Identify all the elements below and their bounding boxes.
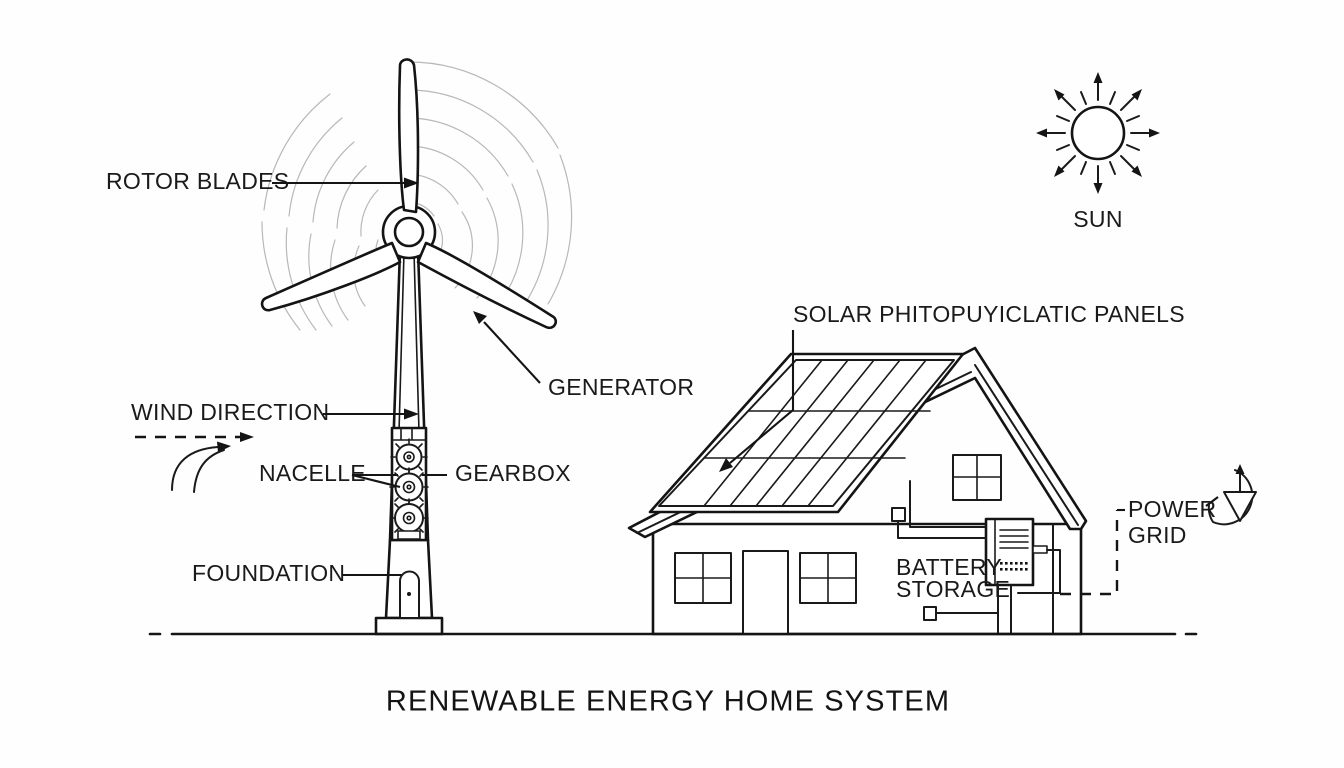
roof-right-inner [974, 364, 1079, 526]
rotor-blade-left [260, 241, 402, 312]
solar-col-line [703, 359, 823, 507]
solar-col-line [755, 359, 875, 507]
label-battery-storage-line1: BATTERY [896, 554, 1002, 580]
label-power-grid-line2: GRID [1128, 522, 1187, 548]
rotor-blade-right [416, 241, 558, 330]
sun-disc [1070, 105, 1126, 161]
solar-col-line [807, 359, 927, 507]
ground-junction-box [923, 606, 937, 621]
arrowhead-solar-panels [719, 458, 733, 472]
solar-panel-label-group: SOLAR PHITOPUYICLATIC PANELS [719, 301, 1185, 472]
label-generator: GENERATOR [548, 374, 694, 400]
leader-solar-panels [729, 330, 795, 464]
wire-roof-to-battery [909, 480, 987, 528]
power-grid-group: POWER GRID [1060, 464, 1257, 596]
label-power-grid-line1: POWER [1128, 496, 1216, 522]
label-battery-storage-line2: STORAGE [896, 576, 1010, 602]
leader-generator [483, 321, 541, 384]
battery-vent-dots [1000, 562, 1028, 571]
grid-arrow-head [1235, 464, 1245, 474]
label-gearbox: GEARBOX [455, 460, 571, 486]
rotor-hub-inner [393, 216, 425, 248]
label-rotor-blades: ROTOR BLADES [106, 168, 289, 194]
leader-power-grid [1205, 496, 1219, 507]
solar-col-line [729, 359, 849, 507]
junction-box [891, 507, 906, 522]
turbine-door-knob [407, 592, 411, 596]
house-door [742, 550, 789, 635]
sun-arrow-rays [1036, 72, 1160, 194]
power-grid-icon [1207, 464, 1257, 526]
label-solar-panels: SOLAR PHITOPUYICLATIC PANELS [793, 301, 1185, 327]
arrowhead-rotor-blades [404, 177, 419, 189]
leader-nacelle [351, 473, 401, 489]
sun-icon: SUN [1036, 72, 1160, 232]
house-window [799, 552, 857, 604]
label-sun: SUN [1073, 206, 1122, 232]
wire-to-grid [1017, 549, 1061, 594]
arrowhead-generator [473, 311, 487, 324]
dashed-arrow-icon [135, 432, 254, 442]
arrowhead-wind-direction [404, 408, 419, 420]
wind-swoosh-icon [171, 441, 231, 493]
battery-indicator-lines [999, 529, 1029, 549]
label-wind-direction: WIND DIRECTION [131, 399, 329, 425]
battery-and-wiring: BATTERY STORAGE [891, 480, 1061, 635]
house [627, 346, 1088, 636]
rotor-blade-top [397, 58, 420, 214]
wire-junction [897, 520, 987, 539]
attic-window [952, 454, 1002, 501]
solar-col-line [781, 359, 901, 507]
house-window [674, 552, 732, 604]
turbine-foundation-pad [374, 616, 444, 636]
turbine-labels: ROTOR BLADES GENERATOR WIND DIRECTION [106, 168, 694, 586]
sun-short-rays [1056, 91, 1140, 175]
label-nacelle: NACELLE [259, 460, 366, 486]
solar-panel-array [648, 352, 965, 514]
label-foundation: FOUNDATION [192, 560, 345, 586]
page-title: RENEWABLE ENERGY HOME SYSTEM [386, 686, 950, 718]
battery-side-tab [1032, 545, 1048, 554]
nacelle-access-panel [397, 530, 421, 540]
wind-turbine [260, 58, 558, 636]
